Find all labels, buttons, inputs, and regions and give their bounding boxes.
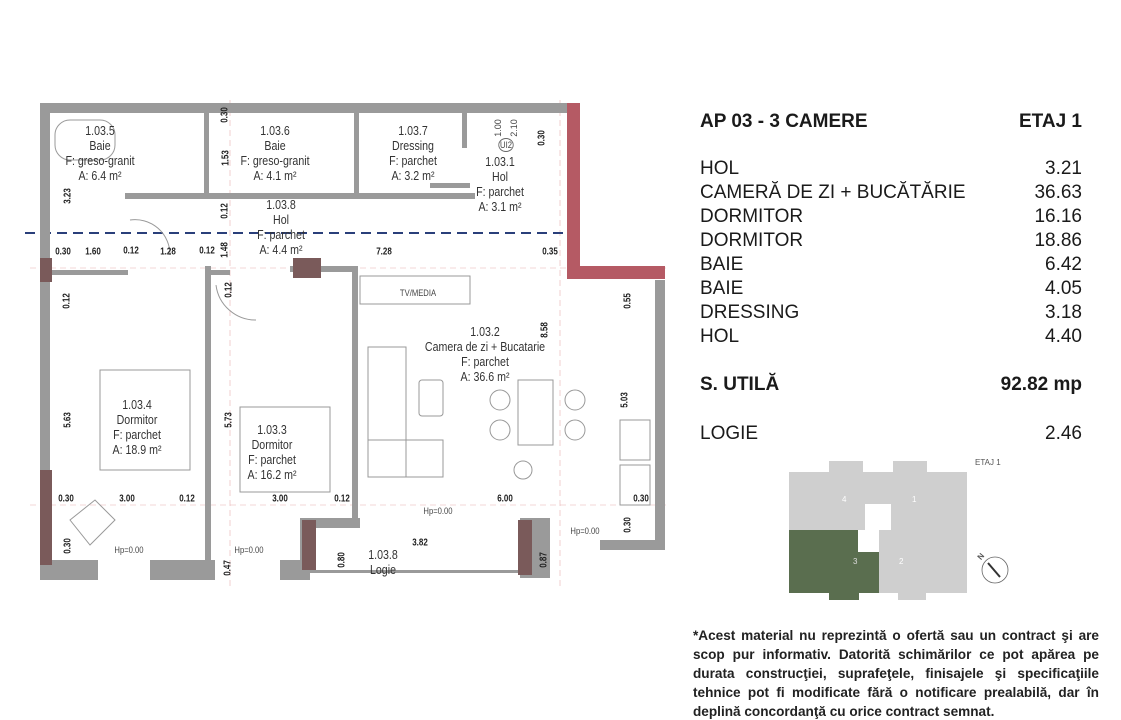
dimension: 0.55 — [622, 293, 634, 309]
key-plan-floor: ETAJ 1 — [975, 458, 1001, 467]
dimension: 3.82 — [412, 537, 428, 549]
dimension: 0.35 — [542, 246, 558, 258]
dimension: 0.30 — [633, 493, 649, 505]
sill-label: Hp=0.00 — [570, 526, 600, 536]
red-walls — [567, 103, 665, 279]
compass-icon — [981, 556, 1009, 584]
dimension: 8.58 — [539, 322, 551, 338]
dimension: 5.03 — [619, 392, 631, 408]
dimension: 3.00 — [272, 493, 288, 505]
dimension: 0.87 — [538, 552, 550, 568]
dimension: 1.28 — [160, 246, 176, 258]
sill-label: Hp=0.00 — [114, 545, 144, 555]
key-unit-label: 2 — [899, 557, 904, 566]
dimension: 0.80 — [336, 552, 348, 568]
door-tag: UI2 — [498, 138, 514, 152]
dimension: 0.30 — [62, 538, 74, 554]
dimension: 7.28 — [376, 246, 392, 258]
furniture — [54, 119, 651, 546]
dimension: 6.00 — [497, 493, 513, 505]
key-plan — [789, 461, 1009, 600]
sill-label: Hp=0.00 — [423, 506, 453, 516]
dimension: 3.23 — [62, 188, 74, 204]
dimension: 5.63 — [62, 412, 74, 428]
dimension: 0.30 — [58, 493, 74, 505]
apartment-title: AP 03 - 3 CAMERE — [700, 111, 868, 132]
info-header: AP 03 - 3 CAMERE ETAJ 1 — [700, 110, 1082, 134]
door-dim: 1.00 — [493, 119, 503, 137]
dimension: 0.12 — [219, 203, 231, 219]
tv-media-label: TV/MEDIA — [399, 288, 437, 298]
dimension: 0.12 — [199, 245, 215, 257]
dimension: 0.12 — [179, 493, 195, 505]
sill-label: Hp=0.00 — [234, 545, 264, 555]
key-unit-label: 1 — [912, 495, 917, 504]
dimension: 0.12 — [334, 493, 350, 505]
dimension: 0.12 — [123, 245, 139, 257]
dimension: 0.30 — [55, 246, 71, 258]
floor-label: ETAJ 1 — [1018, 111, 1082, 132]
disclaimer: *Acest material nu reprezintă o ofertă s… — [693, 628, 1099, 719]
dimension: 1.60 — [85, 246, 101, 258]
dimension: 0.30 — [536, 130, 548, 146]
dimension: 0.12 — [223, 282, 235, 298]
dimension: 0.30 — [219, 107, 231, 123]
dimension: 5.73 — [223, 412, 235, 428]
dimension: 0.30 — [622, 517, 634, 533]
dimension: 1.48 — [219, 242, 231, 258]
key-unit-label: 3 — [853, 557, 858, 566]
door-dim: 2.10 — [509, 119, 519, 137]
columns — [40, 258, 532, 575]
dimension: 0.12 — [61, 293, 73, 309]
key-unit-label: 4 — [842, 495, 847, 504]
dimension: 1.53 — [220, 150, 232, 166]
dimension: 0.47 — [222, 560, 234, 576]
dimension: 3.00 — [119, 493, 135, 505]
